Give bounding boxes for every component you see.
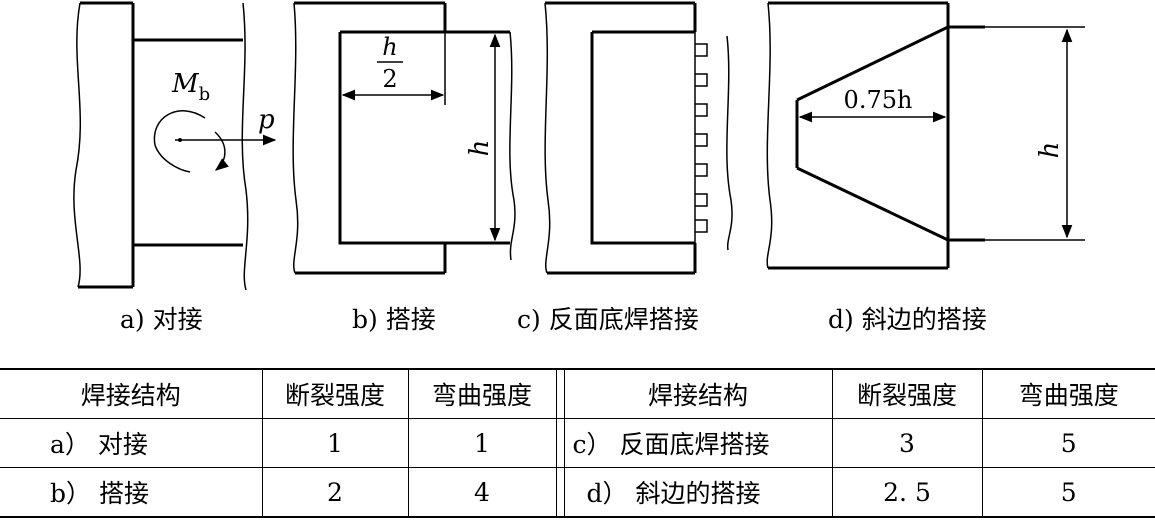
joint-diagrams: Mb p h 2 h [73, 1, 1085, 291]
table-cell: 2 [261, 467, 409, 518]
table-row: a） 对接 1 1 c） 反面底焊搭接 3 5 [0, 418, 1155, 468]
table-cell: b） 搭接 [0, 467, 263, 518]
header-structure: 焊接结构 [563, 368, 833, 419]
caption-back-weld-lap: c) 反面底焊搭接 [517, 305, 699, 334]
caption-lap-joint: b) 搭接 [352, 305, 436, 334]
header-fracture: 断裂强度 [831, 368, 983, 419]
table-cell: a） 对接 [0, 418, 263, 468]
back-weld-lap-drawing [544, 1, 733, 275]
half-h-numerator: h [382, 33, 397, 61]
table-cell: 1 [261, 418, 409, 468]
header-bending: 弯曲强度 [407, 368, 557, 419]
lap-height-label: h [465, 140, 495, 157]
scarf-length-label: 0.75h [844, 86, 913, 114]
caption-butt-joint: a) 对接 [120, 305, 203, 334]
table-gap [555, 467, 565, 518]
butt-joint-drawing [73, 1, 277, 291]
strength-table: 焊接结构 断裂强度 弯曲强度 焊接结构 断裂强度 弯曲强度 a） 对接 1 1 … [0, 368, 1155, 518]
moment-label: Mb [171, 69, 210, 105]
force-label: p [258, 105, 275, 135]
table-cell: d） 斜边的搭接 [563, 467, 833, 518]
table-cell: 3 [831, 418, 983, 468]
header-fracture: 断裂强度 [261, 368, 409, 419]
header-bending: 弯曲强度 [981, 368, 1155, 419]
scarf-height-label: h [1035, 142, 1065, 159]
caption-scarf-lap: d) 斜边的搭接 [828, 305, 987, 334]
table-cell: 5 [981, 418, 1155, 468]
lap-joint-drawing [292, 1, 516, 275]
table-gap [555, 418, 565, 468]
table-cell: 1 [407, 418, 557, 468]
table-header-row: 焊接结构 断裂强度 弯曲强度 焊接结构 断裂强度 弯曲强度 [0, 368, 1155, 419]
table-row: b） 搭接 2 4 d） 斜边的搭接 2. 5 5 [0, 467, 1155, 518]
table-gap [555, 368, 565, 419]
table-cell: 4 [407, 467, 557, 518]
table-cell: c） 反面底焊搭接 [563, 418, 833, 468]
scarf-lap-drawing [766, 1, 1085, 270]
table-cell: 5 [981, 467, 1155, 518]
table-cell: 2. 5 [831, 467, 983, 518]
header-structure: 焊接结构 [0, 368, 263, 419]
half-h-denominator: 2 [382, 65, 397, 93]
